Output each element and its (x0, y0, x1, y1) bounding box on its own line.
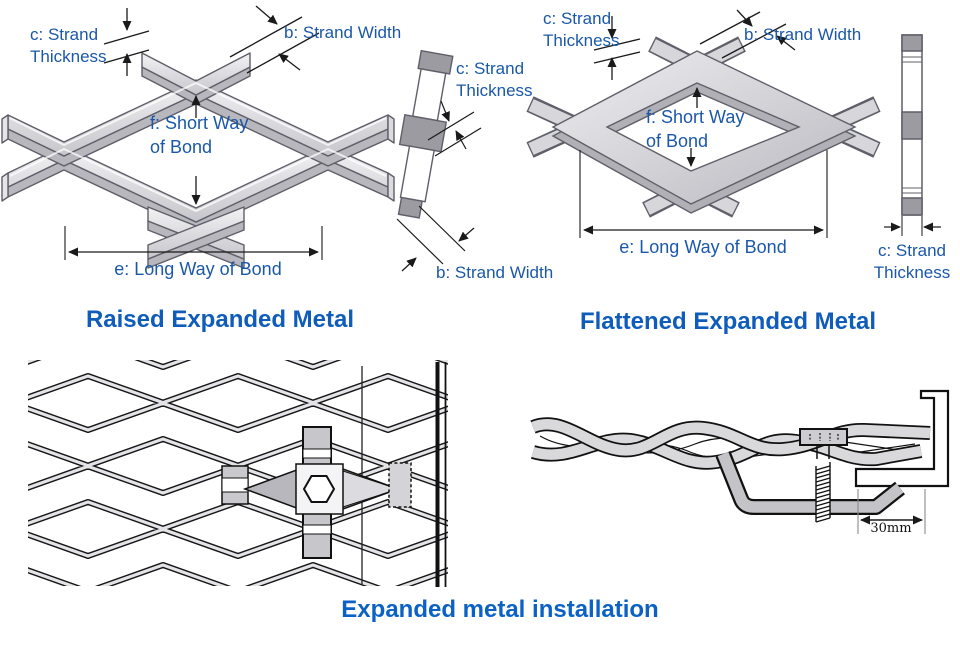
strand-loop (411, 68, 447, 122)
hook-strap (717, 451, 904, 513)
top-bond (141, 52, 251, 96)
bond-segment (901, 34, 923, 52)
installation-side-view (530, 389, 950, 534)
width-arrow (255, 5, 278, 25)
strand-end-cap (1, 114, 9, 144)
raised-profile-illustration (397, 49, 454, 219)
strand-end-cap (1, 172, 9, 202)
strand-end-cap (387, 172, 395, 202)
installation-caption: Expanded metal installation (341, 596, 659, 623)
highlight (9, 148, 387, 212)
raised-dimensions (64, 5, 323, 260)
nut-plate (799, 428, 848, 446)
raised-title: Raised Expanded Metal (85, 306, 355, 333)
offset-dimension-text: 30mm (870, 521, 912, 536)
clip-tab-band (221, 477, 249, 493)
diamond-ring (551, 50, 857, 205)
hex-bolt (302, 475, 336, 503)
offset-dimension-marks (857, 489, 926, 534)
strand-loop (399, 145, 435, 203)
clip-strap-band (302, 448, 332, 459)
bond-segment (901, 111, 923, 140)
flattened-mesh-illustration (526, 36, 881, 218)
flattened-profile-dimensions (884, 216, 941, 236)
flattened-profile-illustration (901, 34, 923, 216)
bond-block (397, 196, 423, 219)
mesh-pattern (28, 360, 448, 586)
flattened-dimensions (579, 9, 828, 238)
nut-plate-marks (809, 433, 839, 441)
bond-segment (901, 197, 923, 216)
flattened-title: Flattened Expanded Metal (579, 308, 877, 335)
bottom-bond-arm (147, 206, 245, 260)
l-bracket (854, 389, 950, 488)
strand-end-cap (387, 114, 395, 144)
raised-mesh-illustration (1, 52, 395, 269)
highlight (9, 82, 387, 146)
raised-profile-dimensions (396, 100, 482, 272)
hidden-tab (388, 462, 412, 508)
width-arrow (278, 53, 301, 71)
installation-front-view (28, 360, 448, 587)
fixing-clip-assembly (221, 426, 412, 559)
clip-strap-band (302, 524, 332, 535)
threaded-rod (815, 462, 831, 523)
